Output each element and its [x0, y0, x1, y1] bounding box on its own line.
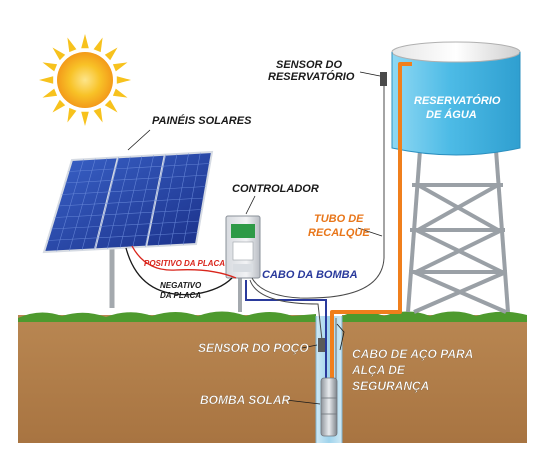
sun-ray [81, 112, 89, 126]
well-sensor [318, 338, 325, 352]
label-sensor-poco: SENSOR DO POÇO [198, 341, 309, 355]
sun-ray [105, 48, 118, 61]
sun-ray [113, 62, 128, 71]
controller [226, 216, 260, 312]
ground [18, 312, 527, 444]
label-controlador: CONTROLADOR [232, 183, 319, 195]
label-cabo-aco-3: SEGURANÇA [352, 379, 429, 393]
water-tower [408, 150, 508, 312]
label-cabo-bomba: CABO DA BOMBA [262, 269, 358, 281]
label-sensor-reservatorio-2: RESERVATÓRIO [268, 70, 355, 83]
label-sensor-reservatorio-1: SENSOR DO [276, 59, 342, 71]
sun-ray [94, 38, 103, 53]
sun-ray [53, 48, 66, 61]
reservoir-sensor [380, 72, 387, 86]
label-reservatorio-2: DE ÁGUA [426, 108, 477, 121]
sun-ray [113, 89, 128, 98]
sun-ray [105, 100, 118, 113]
label-paineis-solares: PAINÉIS SOLARES [152, 114, 252, 127]
label-bomba-solar: BOMBA SOLAR [200, 393, 291, 407]
sun-ray [43, 62, 58, 71]
sun-ray [67, 108, 76, 123]
sun-ray [81, 34, 89, 48]
label-negativo-2: DA PLACA [160, 291, 201, 300]
solar-pump [321, 378, 337, 436]
sun-ray [117, 76, 131, 84]
sun-ray [67, 38, 76, 53]
sun-icon [39, 34, 131, 126]
sun-ray [43, 89, 58, 98]
label-tubo-1: TUBO DE [314, 213, 364, 225]
label-positivo: POSITIVO DA PLACA [144, 259, 225, 268]
label-cabo-aco-2: ALÇA DE [351, 363, 406, 377]
label-cabo-aco-1: CABO DE AÇO PARA [352, 347, 473, 361]
label-reservatorio-1: RESERVATÓRIO [414, 94, 501, 107]
label-negativo-1: NEGATIVO [160, 281, 202, 290]
label-tubo-2: RECALQUE [308, 227, 370, 239]
sun-ray [39, 76, 53, 84]
sun-ray [53, 100, 66, 113]
sun-ray [94, 108, 103, 123]
